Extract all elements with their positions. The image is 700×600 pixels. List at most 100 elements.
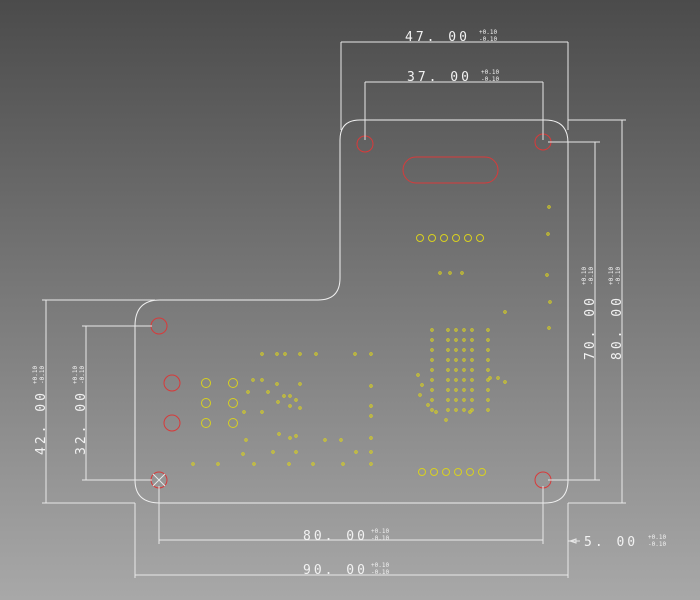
via (271, 450, 275, 454)
via (548, 300, 552, 304)
via (354, 450, 358, 454)
via (446, 328, 450, 332)
via (470, 348, 474, 352)
via (323, 438, 327, 442)
via (420, 383, 424, 387)
via (430, 338, 434, 342)
dim-32-value: 32. 00 (74, 390, 89, 455)
via (545, 273, 549, 277)
via (446, 398, 450, 402)
via (311, 462, 315, 466)
via (454, 328, 458, 332)
via (430, 368, 434, 372)
via (446, 388, 450, 392)
dim-90-value: 90. 00 (303, 563, 368, 578)
crosshair-marks (152, 473, 166, 487)
via (430, 358, 434, 362)
via (454, 358, 458, 362)
dimension-5: 5. 00 +0.10 -0.10 (567, 503, 666, 550)
via (369, 450, 373, 454)
via (416, 373, 420, 377)
via (470, 328, 474, 332)
via (294, 398, 298, 402)
via (503, 310, 507, 314)
via (496, 376, 500, 380)
pad (476, 234, 484, 242)
via (241, 452, 245, 456)
mount-hole-left-mid2 (163, 414, 181, 432)
pad (440, 234, 448, 242)
via (282, 394, 286, 398)
via (430, 408, 434, 412)
via (454, 338, 458, 342)
via (462, 378, 466, 382)
dimension-42: 42. 00 +0.10 -0.10 (32, 299, 155, 504)
dim-42-tol-plus: +0.10 (32, 366, 39, 384)
via (266, 390, 270, 394)
via (470, 368, 474, 372)
via (430, 378, 434, 382)
dimension-70: 70. 00 +0.10 -0.10 (548, 141, 600, 481)
via (462, 368, 466, 372)
via (430, 398, 434, 402)
dim-90-tol-plus: +0.10 (371, 562, 389, 569)
via (369, 436, 373, 440)
via (462, 338, 466, 342)
via (446, 378, 450, 382)
via (339, 438, 343, 442)
pad (430, 468, 438, 476)
dim-80h-tol-minus: -0.10 (371, 535, 389, 542)
dim-42-tol-minus: -0.10 (39, 366, 46, 384)
pad (201, 418, 211, 428)
pad (228, 398, 238, 408)
via (454, 408, 458, 412)
via (246, 390, 250, 394)
pad (418, 468, 426, 476)
dim-32-tol-minus: -0.10 (79, 366, 86, 384)
via (277, 432, 281, 436)
dim-80h-value: 80. 00 (303, 529, 368, 544)
via (470, 388, 474, 392)
via (426, 403, 430, 407)
via (275, 352, 279, 356)
via (275, 382, 279, 386)
dimension-37: 37. 00 +0.10 -0.10 (364, 69, 544, 140)
via (418, 393, 422, 397)
via (486, 348, 490, 352)
via (462, 388, 466, 392)
mount-hole-left-mid1 (163, 374, 181, 392)
via (462, 328, 466, 332)
via (353, 352, 357, 356)
dim-32-tol-plus: +0.10 (72, 366, 79, 384)
pad (428, 234, 436, 242)
via (547, 205, 551, 209)
via (283, 352, 287, 356)
via (430, 388, 434, 392)
via (244, 438, 248, 442)
via (462, 408, 466, 412)
via (191, 462, 195, 466)
via (454, 398, 458, 402)
via (546, 232, 550, 236)
via (251, 378, 255, 382)
dim-80h-tol-plus: +0.10 (371, 528, 389, 535)
via (434, 410, 438, 414)
via (430, 348, 434, 352)
slot-cutout (402, 156, 499, 184)
via (260, 410, 264, 414)
via (298, 352, 302, 356)
via (444, 418, 448, 422)
dim-37-value: 37. 00 (407, 70, 472, 85)
via (242, 410, 246, 414)
via (470, 398, 474, 402)
via (260, 378, 264, 382)
via (446, 368, 450, 372)
dimension-47: 47. 00 +0.10 -0.10 (340, 29, 569, 130)
via (369, 462, 373, 466)
dim-80v-value: 80. 00 (610, 295, 625, 360)
pad (442, 468, 450, 476)
dimension-80-horizontal: 80. 00 +0.10 -0.10 (158, 486, 544, 544)
via (468, 410, 472, 414)
via (369, 352, 373, 356)
dim-70-tol-minus: -0.10 (588, 267, 595, 285)
